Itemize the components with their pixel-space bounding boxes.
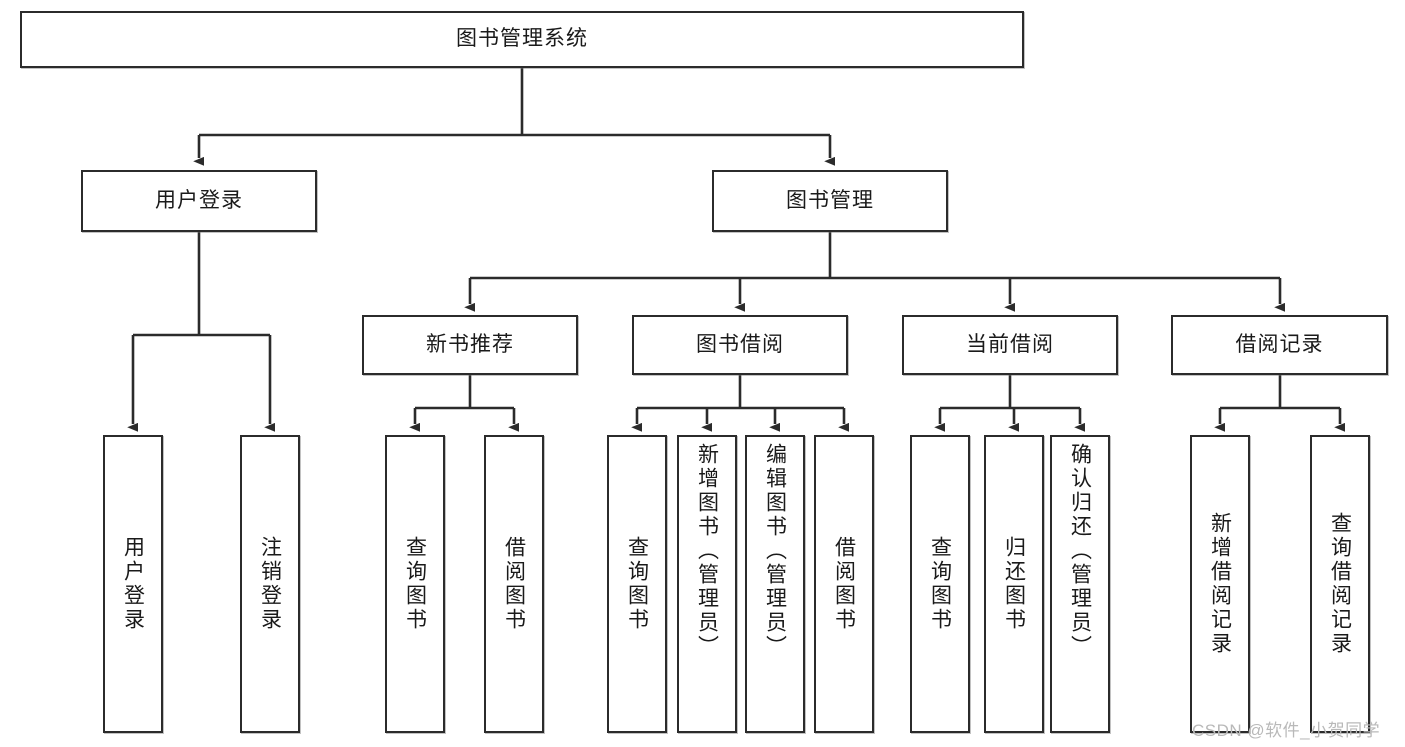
node-user-login-label: 用户登录 (155, 188, 243, 212)
node-leaf-borrow-book-2[interactable]: 借阅图书 (814, 435, 874, 733)
node-leaf-borrow-book-2-label: 借阅图书 (832, 536, 856, 632)
node-leaf-return-book[interactable]: 归还图书 (984, 435, 1044, 733)
node-root[interactable]: 图书管理系统 (20, 11, 1024, 68)
node-leaf-query-book-1-label: 查询图书 (403, 536, 427, 632)
node-leaf-query-book-3[interactable]: 查询图书 (910, 435, 970, 733)
node-leaf-query-book-2-label: 查询图书 (625, 536, 649, 632)
node-leaf-confirm-return-label: 确认归还（管理员） (1068, 443, 1092, 659)
node-new-book-recommend[interactable]: 新书推荐 (362, 315, 578, 375)
node-current-borrow[interactable]: 当前借阅 (902, 315, 1118, 375)
node-leaf-logout[interactable]: 注销登录 (240, 435, 300, 733)
node-leaf-add-record[interactable]: 新增借阅记录 (1190, 435, 1250, 733)
node-leaf-edit-book[interactable]: 编辑图书（管理员） (745, 435, 805, 733)
node-book-management[interactable]: 图书管理 (712, 170, 948, 232)
node-book-management-label: 图书管理 (786, 188, 874, 212)
node-leaf-query-book-3-label: 查询图书 (928, 536, 952, 632)
node-leaf-user-login[interactable]: 用户登录 (103, 435, 163, 733)
node-leaf-logout-label: 注销登录 (258, 536, 282, 632)
node-leaf-user-login-label: 用户登录 (121, 536, 145, 632)
node-leaf-query-book-1[interactable]: 查询图书 (385, 435, 445, 733)
node-leaf-query-record-label: 查询借阅记录 (1328, 512, 1352, 656)
node-leaf-add-record-label: 新增借阅记录 (1208, 512, 1232, 656)
node-leaf-borrow-book-1-label: 借阅图书 (502, 536, 526, 632)
node-new-book-recommend-label: 新书推荐 (426, 332, 514, 356)
node-borrow-record[interactable]: 借阅记录 (1171, 315, 1388, 375)
node-borrow-record-label: 借阅记录 (1235, 332, 1324, 356)
node-leaf-add-book-label: 新增图书（管理员） (695, 443, 719, 659)
node-book-borrow-label: 图书借阅 (696, 332, 784, 356)
node-leaf-add-book[interactable]: 新增图书（管理员） (677, 435, 737, 733)
node-current-borrow-label: 当前借阅 (966, 332, 1054, 356)
node-root-label: 图书管理系统 (456, 27, 588, 51)
node-leaf-edit-book-label: 编辑图书（管理员） (763, 443, 787, 659)
node-book-borrow[interactable]: 图书借阅 (632, 315, 848, 375)
node-leaf-borrow-book-1[interactable]: 借阅图书 (484, 435, 544, 733)
node-leaf-query-book-2[interactable]: 查询图书 (607, 435, 667, 733)
node-leaf-confirm-return[interactable]: 确认归还（管理员） (1050, 435, 1110, 733)
node-leaf-query-record[interactable]: 查询借阅记录 (1310, 435, 1370, 733)
node-leaf-return-book-label: 归还图书 (1002, 536, 1026, 632)
node-user-login[interactable]: 用户登录 (81, 170, 317, 232)
watermark: CSDN @软件_小贺同学 (1192, 721, 1381, 740)
